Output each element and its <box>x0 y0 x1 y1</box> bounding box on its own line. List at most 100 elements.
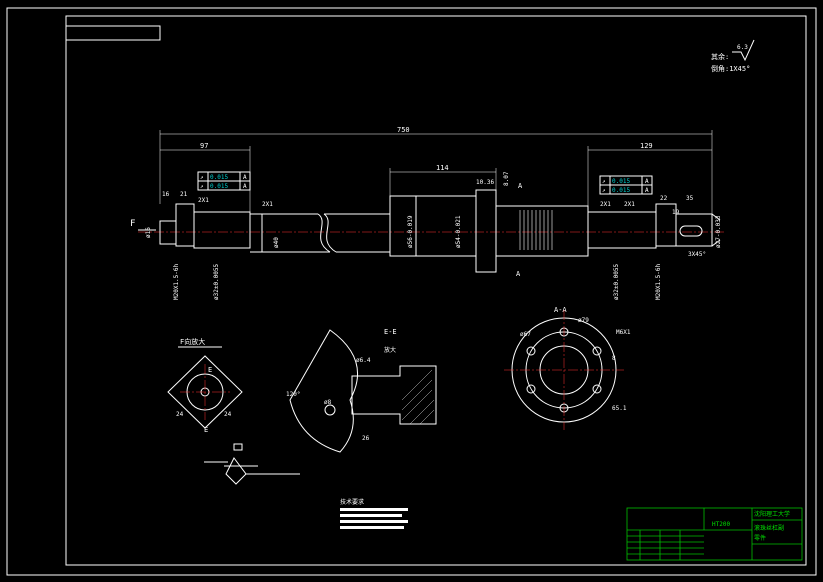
rest-value: 6.3 <box>737 44 748 51</box>
dim-d1: 10.36 <box>476 179 494 186</box>
title-block: HT200 沈阳理工大学 滚珠丝杠副 零件 <box>626 507 803 561</box>
dim-key: 3X45° <box>688 251 706 258</box>
aa-hole-5 <box>526 384 536 394</box>
dim-overall: 750 <box>397 126 410 134</box>
f-dim-2: 24 <box>224 411 232 418</box>
dim-left-seg: 97 <box>200 142 208 150</box>
svg-text:↗: ↗ <box>602 187 606 194</box>
right-end <box>675 213 713 247</box>
svg-text:0.015: 0.015 <box>612 187 630 194</box>
dim-phi27: ø27-0.033 <box>715 215 722 248</box>
aa-title: A-A <box>554 306 567 314</box>
left-end <box>159 220 177 245</box>
left-bearing-seat <box>193 211 251 249</box>
f-view-e-bottom: E <box>204 426 208 434</box>
roughness-note: 其余: 6.3 倒角:1X45° <box>711 39 755 73</box>
ee-angle: 120° <box>286 391 300 398</box>
ee-body <box>351 365 437 425</box>
svg-text:A: A <box>243 183 247 190</box>
inner-frame <box>65 15 807 566</box>
svg-text:0.015: 0.015 <box>210 183 228 190</box>
dim-d2: 8.07 <box>503 171 510 186</box>
svg-text:A: A <box>645 187 649 194</box>
chamfer-right-1: 2X1 <box>600 201 611 208</box>
f-view-title: F向放大 <box>180 337 205 346</box>
ee-title: E-E <box>384 328 397 336</box>
left-thread <box>175 203 195 247</box>
dim-mid-seg: 114 <box>436 164 449 172</box>
dim-22: 22 <box>660 195 668 202</box>
ee-d1: ø6.4 <box>356 357 371 364</box>
ee-sub: 放大 <box>384 346 396 354</box>
chamfer-left-2: 2X1 <box>262 201 273 208</box>
tb-material: HT200 <box>712 521 730 528</box>
svg-text:A: A <box>645 178 649 185</box>
thread-hatching <box>519 210 553 250</box>
left-shaft-body <box>250 213 330 253</box>
tb-part-2: 零件 <box>754 534 766 542</box>
ee-d2: ø8 <box>324 399 332 406</box>
ee-d3: 26 <box>362 435 370 442</box>
dim-19: 19 <box>672 209 680 216</box>
chamfer-right-2: 2X1 <box>624 201 635 208</box>
svg-text:↗: ↗ <box>200 183 204 190</box>
dim-right-seg: 129 <box>640 142 653 150</box>
svg-text:0.015: 0.015 <box>612 178 630 185</box>
tech-notes: 技术要求 <box>340 498 408 529</box>
rest-label: 其余: <box>711 52 729 61</box>
aa-d2: ø67 <box>520 331 531 338</box>
gdt-right: ↗ 0.015 A ↗ 0.015 A <box>599 175 653 195</box>
roughness-symbol <box>732 39 755 62</box>
nut-body <box>389 195 477 257</box>
aa-d3: M6X1 <box>616 329 631 336</box>
f-dim-1: 24 <box>176 411 184 418</box>
dim-shaft: ø40 <box>273 237 280 248</box>
break-line-right <box>323 213 337 253</box>
svg-text:0.015: 0.015 <box>210 174 228 181</box>
square-end <box>167 355 243 429</box>
chamfer-left-1: 2X1 <box>198 197 209 204</box>
dim-16: 16 <box>162 191 170 198</box>
screw-thread-body <box>495 205 589 257</box>
notes-title: 技术要求 <box>340 498 364 506</box>
dim-thread-left: M20X1.5-6h <box>173 263 180 300</box>
roughness-detail <box>204 443 300 485</box>
right-bearing-seat <box>587 211 657 249</box>
outer-frame <box>6 7 817 576</box>
nut-flange <box>475 189 497 273</box>
dim-21: 21 <box>180 191 188 198</box>
dim-phi16: ø16 <box>145 227 152 238</box>
f-view: F向放大 E E 24 24 <box>167 337 243 434</box>
datum-a-circle <box>324 404 336 416</box>
detail-shape <box>224 457 258 485</box>
aa-d1: ø79 <box>578 317 589 324</box>
main-shaft-view: 750 97 129 114 10.36 8.07 A A 2X1 2X1 2X… <box>130 126 724 300</box>
aa-section: A-A ø79 ø67 M6X1 8 65.1 <box>504 306 631 430</box>
aa-d4: 8 <box>612 355 616 362</box>
svg-text:↗: ↗ <box>200 174 204 181</box>
tb-part-1: 滚珠丝杠副 <box>754 524 784 532</box>
view-f-label: F <box>130 219 135 229</box>
dim-nut-2: ø54-0.021 <box>455 215 462 248</box>
svg-text:A: A <box>243 174 247 181</box>
dim-fit-right: ø32±0.0055 <box>613 263 620 300</box>
svg-text:↗: ↗ <box>602 178 606 185</box>
datum-a-top: A <box>518 182 523 190</box>
aa-hole-3 <box>592 384 602 394</box>
ee-section: E-E 放大 120° ø6.4 ø8 26 <box>286 328 437 453</box>
ee-hatch <box>401 369 435 425</box>
gdt-left: ↗ 0.015 A ↗ 0.015 A <box>197 171 251 191</box>
break-line-left <box>317 213 331 253</box>
f-view-e-top: E <box>208 366 212 374</box>
dim-nut-1: ø56-0.019 <box>407 215 414 248</box>
datum-a-bottom: A <box>516 270 521 278</box>
keyway <box>679 225 703 237</box>
drawing-number-box <box>65 25 161 41</box>
chamfer-note: 倒角:1X45° <box>711 64 750 73</box>
aa-hole-6 <box>526 346 536 356</box>
mid-shaft-body <box>324 213 390 253</box>
tb-school: 沈阳理工大学 <box>754 510 790 518</box>
dim-thread-right: M20X1.5-6h <box>655 263 662 300</box>
ee-sector <box>289 329 358 453</box>
